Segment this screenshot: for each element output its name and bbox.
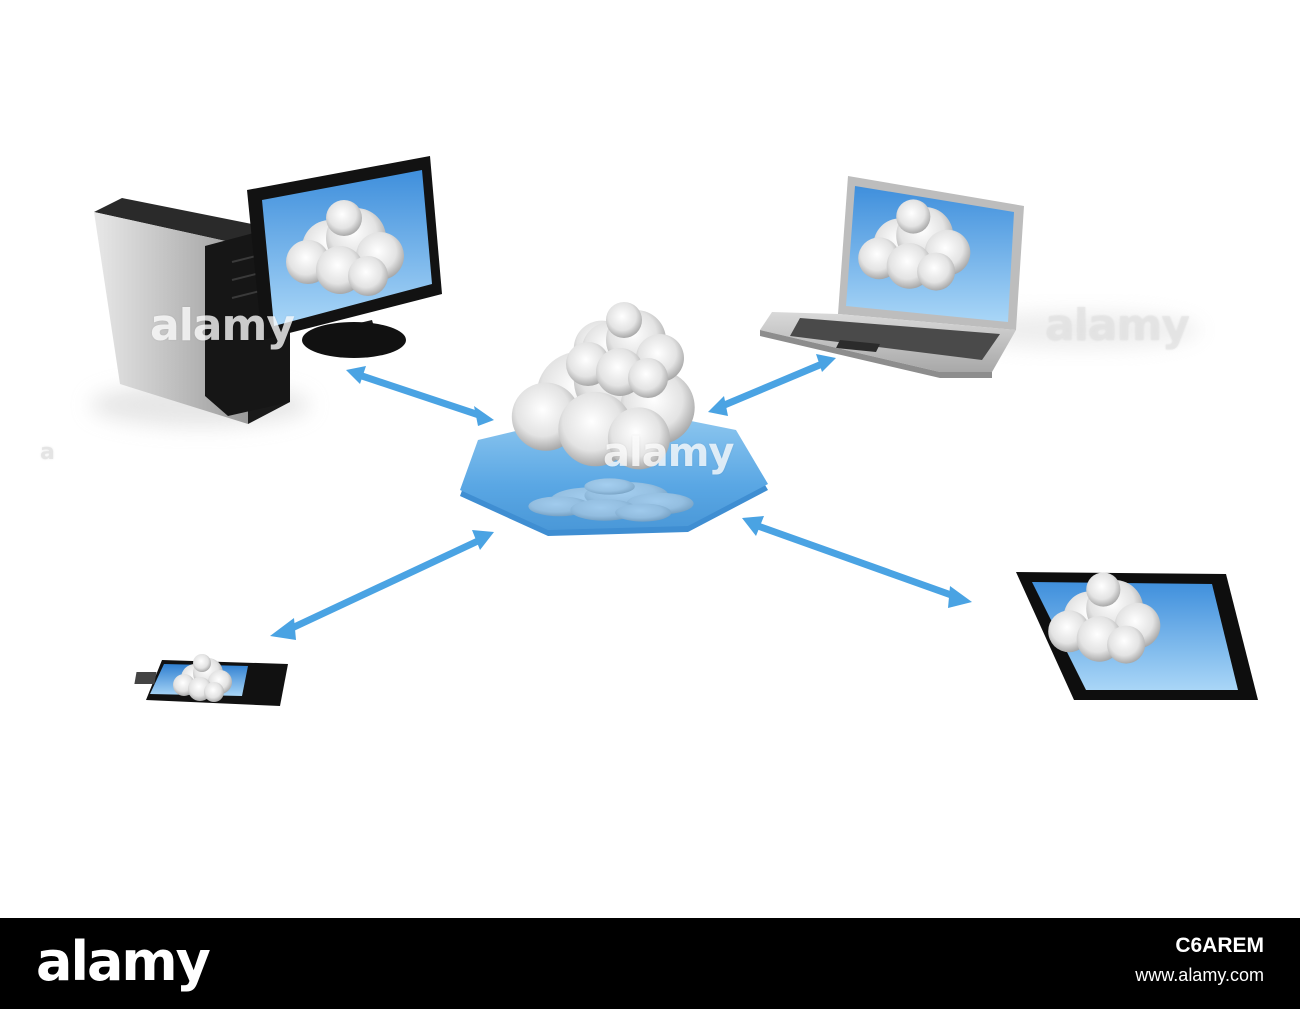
bidirectional-arrow-icon xyxy=(346,366,494,426)
image-id: C6AREM xyxy=(1175,934,1264,957)
cloud-hub-icon xyxy=(460,302,768,536)
bidirectional-arrow-icon xyxy=(742,516,972,608)
cloud-network-diagram: alamy alamy alamy a xyxy=(40,156,1258,706)
bidirectional-arrow-icon xyxy=(270,530,494,640)
footer-bar: alamy C6AREM www.alamy.com xyxy=(0,918,1300,1009)
laptop-icon xyxy=(760,176,1024,378)
footer-logo: alamy xyxy=(36,930,211,993)
smartphone-icon xyxy=(134,654,288,706)
footer-url: www.alamy.com xyxy=(1135,965,1264,985)
tablet-icon xyxy=(1016,572,1258,700)
bidirectional-arrow-icon xyxy=(708,354,836,416)
footer-info: C6AREM www.alamy.com xyxy=(1135,932,1264,990)
diagram-canvas xyxy=(90,156,1258,706)
desktop-computer-icon xyxy=(94,156,442,424)
